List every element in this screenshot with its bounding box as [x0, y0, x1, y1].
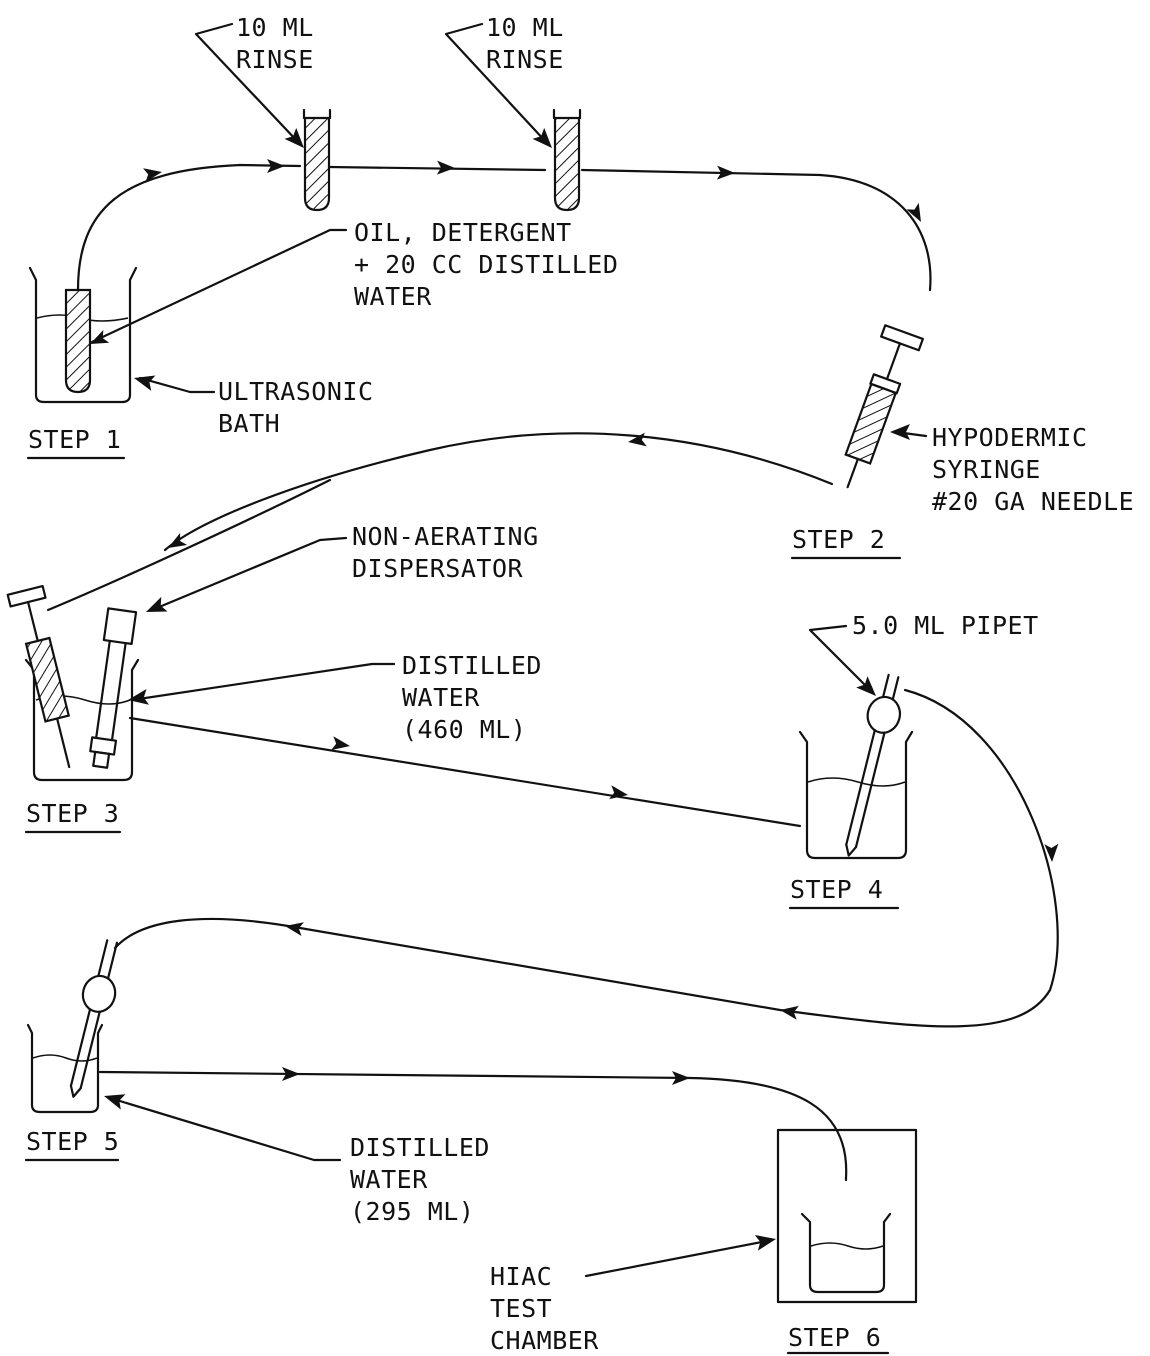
- pipet-step4: [845, 673, 902, 857]
- rinse-2-label: 10 ML RINSE: [486, 13, 579, 74]
- pipet-label: 5.0 ML PIPET: [852, 611, 1039, 640]
- leader-rinse-2: [444, 22, 548, 144]
- leader-ultrasonic: [138, 376, 216, 394]
- water-295-label: DISTILLED WATER (295 ML): [350, 1133, 506, 1226]
- step1-ultrasonic-bath: [28, 266, 138, 404]
- arrow-14: [672, 1071, 690, 1085]
- arrow-11: [780, 1005, 799, 1020]
- dispersator-step3: [89, 607, 138, 769]
- beaker-step1: [28, 266, 138, 404]
- leader-rinse-1: [194, 22, 300, 144]
- step-2-label: STEP 2: [792, 525, 885, 554]
- arrow-2: [267, 159, 285, 173]
- test-tube-rinse-1: [303, 116, 331, 212]
- step-1-label: STEP 1: [28, 425, 121, 454]
- arrow-4: [716, 165, 735, 180]
- rinse-tube-1: [302, 108, 332, 212]
- step6-hiac-test-chamber: [776, 1128, 918, 1304]
- flow-step3-to-step4: [128, 716, 802, 828]
- step5-beaker-pipet: [26, 939, 119, 1114]
- flow-tube1-to-tube2: [328, 165, 547, 172]
- arrow-8: [331, 736, 350, 751]
- arrow-3: [436, 160, 455, 175]
- arrow-12: [285, 922, 304, 937]
- test-tube-step1: [64, 288, 92, 394]
- dispersator-label: NON-AERATING DISPERSATOR: [352, 522, 554, 583]
- water-surface-step4: [807, 777, 906, 787]
- arrow-1: [143, 168, 162, 183]
- hiac-chamber-box: [776, 1128, 918, 1304]
- pipet-step5: [69, 939, 119, 1098]
- text-labels: 10 ML RINSE 10 ML RINSE OIL, DETERGENT +…: [218, 13, 1134, 1355]
- flow-tube2-to-step2: [580, 168, 932, 292]
- leader-lines: [90, 22, 928, 1278]
- rinse-1-label: 10 ML RINSE: [236, 13, 329, 74]
- leader-pipet: [808, 624, 874, 694]
- beaker-step3: [24, 658, 140, 782]
- test-tube-rinse-2: [553, 116, 581, 212]
- beaker-step6: [800, 1212, 892, 1294]
- flow-step2-to-step3: [163, 432, 834, 552]
- step4-beaker-pipet: [798, 673, 914, 860]
- leader-oil-mix: [90, 228, 348, 344]
- flow-step4-to-step5: [113, 688, 1059, 1028]
- step-6-label: STEP 6: [788, 1323, 881, 1352]
- leader-hiac: [584, 1238, 774, 1278]
- rinse-tube-2: [552, 108, 582, 212]
- water-460-label: DISTILLED WATER (460 ML): [402, 651, 558, 744]
- syringe-label: HYPODERMIC SYRINGE #20 GA NEEDLE: [932, 423, 1134, 516]
- leader-water-460: [130, 662, 396, 702]
- hiac-label: HIAC TEST CHAMBER: [490, 1262, 599, 1355]
- arrow-7: [168, 532, 188, 548]
- syringe-step3: [6, 584, 71, 769]
- arrow-6: [628, 432, 647, 447]
- step-5-label: STEP 5: [26, 1127, 119, 1156]
- arrow-10: [1044, 843, 1059, 862]
- leader-dispersator: [150, 536, 348, 612]
- beaker-step4: [798, 730, 914, 860]
- arrow-9: [609, 785, 628, 800]
- flow-step1-to-tube1: [76, 163, 302, 292]
- step3-dispersator-beaker: [6, 584, 140, 782]
- flow-step5-to-step6: [98, 1070, 848, 1180]
- water-surface-step6: [810, 1242, 884, 1250]
- flow-arrowheads: [143, 159, 1059, 1085]
- syringe-barrel-step2: [844, 382, 898, 465]
- step-labels: STEP 1 STEP 2 STEP 3 STEP 4 STEP 5 STEP …: [24, 425, 902, 1355]
- step2-syringe: [844, 324, 924, 489]
- arrow-5: [906, 202, 921, 222]
- step-3-label: STEP 3: [26, 799, 119, 828]
- flow-step3-syringe-line: [46, 478, 332, 612]
- oil-mix-label: OIL, DETERGENT + 20 CC DISTILLED WATER: [354, 218, 634, 311]
- ultrasonic-bath-label: ULTRASONIC BATH: [218, 377, 389, 438]
- flow-lines: [46, 163, 1059, 1180]
- step-4-label: STEP 4: [790, 875, 883, 904]
- arrow-13: [282, 1067, 300, 1081]
- leader-water-295: [108, 1096, 342, 1162]
- beaker-step5: [26, 1023, 104, 1114]
